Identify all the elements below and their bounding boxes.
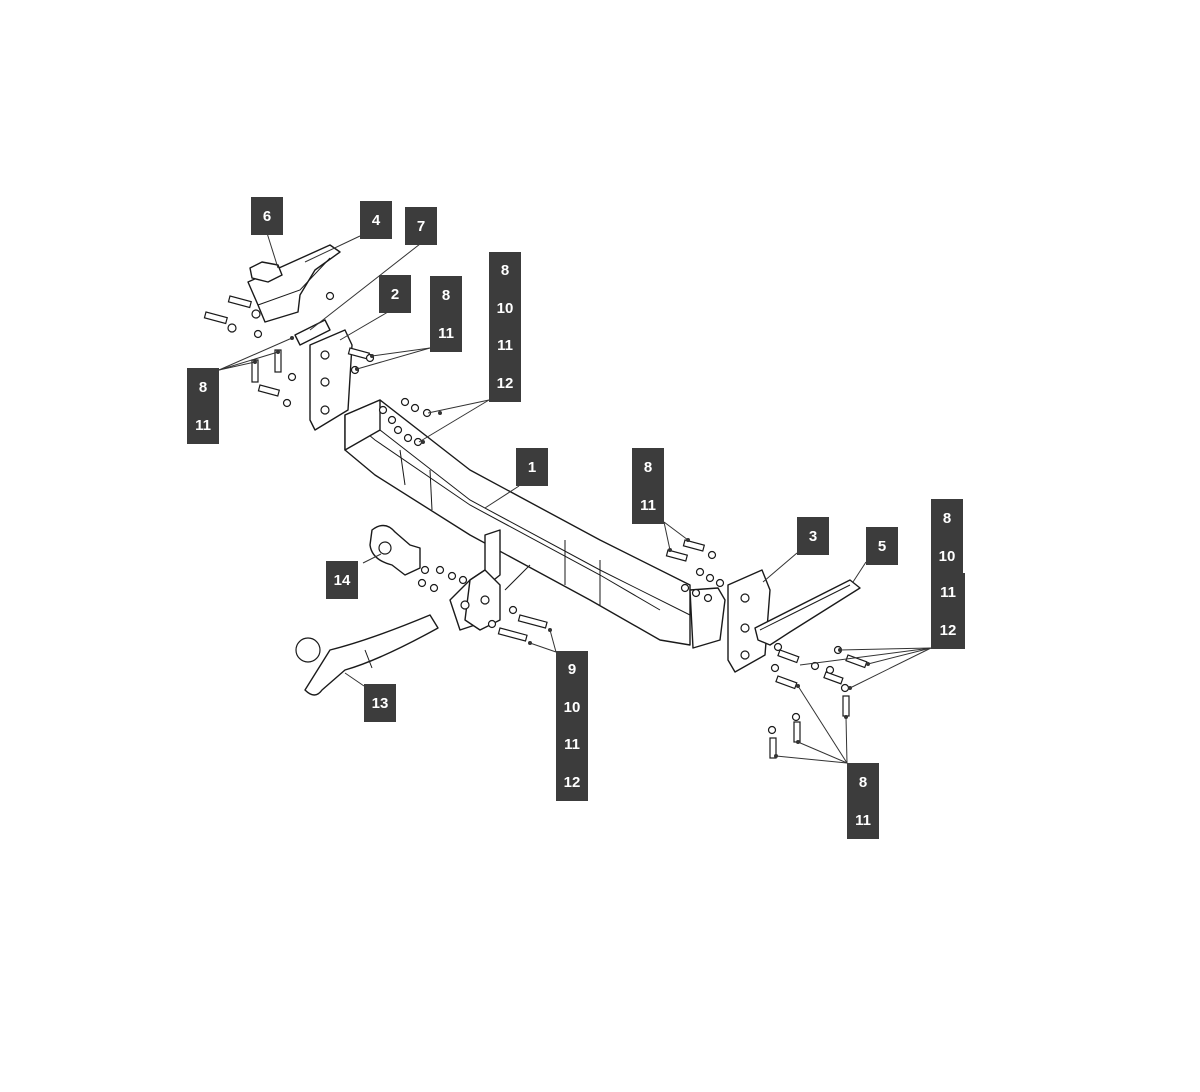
callout-number: 8 — [858, 773, 868, 791]
left-upper-bracket — [247, 244, 341, 323]
callout-2: 2 — [379, 275, 411, 313]
callout-number: 8 — [441, 286, 451, 304]
callout-number: 12 — [939, 621, 957, 639]
towball-neck — [295, 614, 439, 696]
callout-number: 12 — [563, 773, 581, 791]
callout-number: 11 — [640, 496, 656, 514]
callout-number: 10 — [563, 698, 581, 716]
callout-number: 10 — [496, 299, 514, 317]
callout-number: 6 — [262, 207, 272, 225]
callout-number: 5 — [877, 537, 887, 555]
callout-number: 11 — [497, 337, 513, 355]
callout-number: 8 — [500, 262, 510, 280]
callout-number: 12 — [496, 374, 514, 392]
crossbar-beam — [344, 399, 726, 649]
hardware-clusters — [203, 291, 868, 759]
callout-number: 7 — [416, 217, 426, 235]
right-side-plate — [727, 569, 771, 673]
callout-number: 1 — [527, 458, 537, 476]
left-side-plate — [309, 329, 353, 431]
callout-number: 11 — [438, 324, 454, 342]
callout-8-11-top: 8 11 — [430, 276, 462, 352]
callout-8-11-left: 8 11 — [187, 368, 219, 444]
callout-number: 11 — [940, 583, 956, 601]
callout-number: 11 — [195, 416, 211, 434]
socket-plate — [369, 524, 421, 576]
right-long-bracket — [754, 579, 861, 646]
callout-number: 3 — [808, 527, 818, 545]
leader-lines — [218, 232, 932, 764]
callout-8-10-right-a: 8 10 — [931, 499, 963, 575]
callout-3: 3 — [797, 517, 829, 555]
callout-number: 14 — [333, 571, 351, 589]
callout-number: 8 — [198, 378, 208, 396]
callout-4: 4 — [360, 201, 392, 239]
callout-number: 11 — [855, 811, 871, 829]
callout-9-10-11-12: 9 10 11 12 — [556, 651, 588, 801]
callout-number: 2 — [390, 285, 400, 303]
callout-number: 11 — [564, 736, 580, 754]
callout-number: 9 — [567, 661, 577, 679]
callout-6: 6 — [251, 197, 283, 235]
callout-8-11-bottom: 8 11 — [847, 763, 879, 839]
callout-1: 1 — [516, 448, 548, 486]
callout-number: 8 — [643, 458, 653, 476]
callout-number: 8 — [942, 509, 952, 527]
callout-8-11-mid: 8 11 — [632, 448, 664, 524]
callout-number: 10 — [938, 547, 956, 565]
left-small-plate — [294, 319, 331, 346]
callout-number: 4 — [371, 211, 381, 229]
callout-13: 13 — [364, 684, 396, 722]
callout-14: 14 — [326, 561, 358, 599]
callout-11-12-right-b: 11 12 — [931, 573, 965, 649]
callout-7: 7 — [405, 207, 437, 245]
callout-8-10-11-12-top: 8 10 11 12 — [489, 252, 521, 402]
callout-5: 5 — [866, 527, 898, 565]
centre-drop-bracket — [449, 529, 531, 631]
callout-number: 13 — [371, 694, 389, 712]
